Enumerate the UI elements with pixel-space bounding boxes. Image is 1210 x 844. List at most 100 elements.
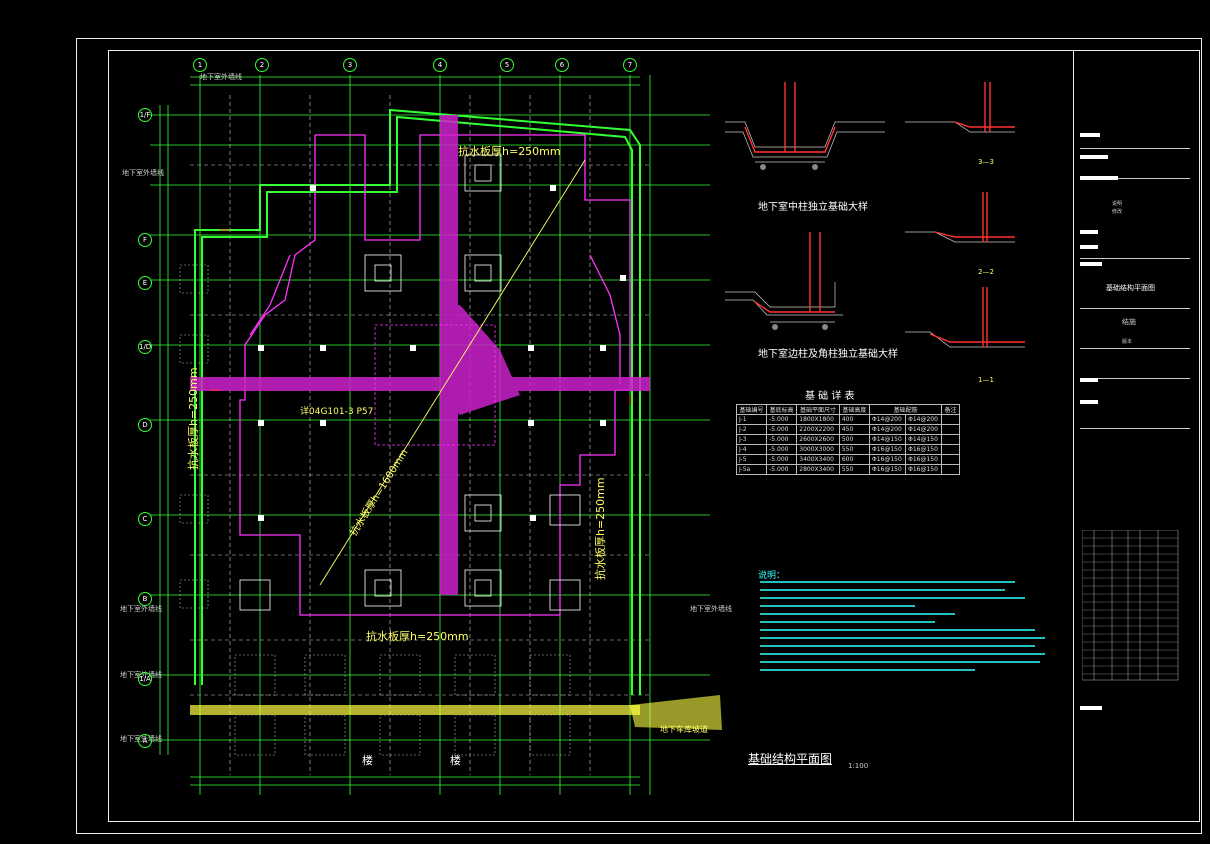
table-cell [941, 454, 960, 465]
axis-top-4: 4 [433, 58, 447, 72]
tb-rev-3: 版本 [1122, 339, 1133, 345]
table-cell: 550 [838, 444, 870, 455]
th-id: 基础编号 [735, 404, 768, 415]
ramp-label: 地下车库坡道 [660, 725, 708, 734]
axis-top-2: 2 [255, 58, 269, 72]
tb-mark [1080, 400, 1098, 404]
tb-mark [1080, 155, 1108, 159]
table-cell: J-1 [735, 414, 768, 425]
table-cell: -5.000 [766, 434, 798, 445]
slab-label-bottom: 抗水板厚h=250mm [366, 630, 469, 643]
table-cell [941, 444, 960, 455]
table-cell: J-4 [735, 444, 768, 455]
axis-top-7: 7 [623, 58, 637, 72]
section-1: 1—1 [978, 376, 994, 384]
table-cell: J-2 [735, 424, 768, 435]
table-cell: -5.000 [766, 424, 798, 435]
foundation-plan [150, 75, 722, 795]
plan-title: 基础结构平面图 [748, 752, 833, 766]
detail2-title: 地下室边柱及角柱独立基础大样 [758, 349, 898, 360]
tb-mark [1080, 176, 1118, 180]
table-cell: 2800X3400 [796, 464, 840, 475]
basement-label-2: 地下室外墙线 [122, 169, 164, 177]
tb-mark [1080, 262, 1102, 266]
table-cell: Φ16@150 [868, 444, 907, 455]
table-cell [941, 434, 960, 445]
tb-row [1080, 140, 1190, 149]
table-cell: Φ14@200 [905, 424, 943, 435]
table-cell: Φ14@200 [868, 414, 907, 425]
table-cell: 550 [838, 464, 870, 475]
tb-row [1080, 340, 1190, 349]
table-cell: 3000X3000 [796, 444, 840, 455]
detail-reference: 详04G101-3 P57 [300, 407, 374, 417]
axis-top-6: 6 [555, 58, 569, 72]
notes-text-lines [760, 581, 1045, 671]
table-title: 基 础 详 表 [805, 391, 855, 402]
table-cell: J-5 [735, 454, 768, 465]
axis-left-4: 1/D [138, 340, 152, 354]
tb-sheet: 结施 [1122, 318, 1136, 326]
axis-left-8: 1/A [138, 672, 152, 686]
axis-top-1: 1 [193, 58, 207, 72]
axis-top-5: 5 [500, 58, 514, 72]
table-cell: -5.000 [766, 444, 798, 455]
tb-mark [1080, 245, 1098, 249]
table-cell: 600 [838, 454, 870, 465]
tb-mark [1080, 378, 1098, 382]
basement-label-4: 地下室外墙线 [690, 605, 732, 613]
tb-mark [1080, 133, 1100, 137]
table-cell: Φ16@150 [905, 464, 943, 475]
th-notes: 备注 [941, 404, 960, 415]
th-rebar: 基础配筋 [868, 404, 943, 415]
detail1-title: 地下室中柱独立基础大样 [758, 202, 868, 213]
tb-row [1080, 170, 1190, 179]
th-elev: 基底标高 [766, 404, 798, 415]
table-cell: Φ16@150 [868, 454, 907, 465]
table-cell: Φ14@150 [868, 434, 907, 445]
tb-drawing-name: 基础结构平面图 [1106, 284, 1155, 292]
table-cell: J-5a [735, 464, 768, 475]
table-cell: 500 [838, 434, 870, 445]
detail-sections [725, 82, 1025, 348]
table-cell: 400 [838, 414, 870, 425]
table-cell: -5.000 [766, 464, 798, 475]
title-block-border [1073, 50, 1200, 822]
axis-left-6: C [138, 512, 152, 526]
table-cell: 3400X3400 [796, 454, 840, 465]
table-cell: J-3 [735, 434, 768, 445]
tb-mark [1080, 706, 1102, 710]
table-cell: -5.000 [766, 454, 798, 465]
tb-rev-1: 说明 [1112, 201, 1123, 207]
table-cell [941, 414, 960, 425]
table-cell: 1800X1800 [796, 414, 840, 425]
slab-label-left: 抗水板厚h=250mm [187, 367, 200, 470]
table-cell: 2200X2200 [796, 424, 840, 435]
tb-schedule [1082, 530, 1179, 681]
table-cell: Φ14@200 [905, 414, 943, 425]
table-cell: Φ14@200 [868, 424, 907, 435]
table-cell: Φ16@150 [868, 464, 907, 475]
sheet-border [76, 38, 1202, 834]
slab-label-top: 抗水板厚h=250mm [458, 145, 561, 158]
table-cell: Φ14@150 [905, 434, 943, 445]
table-cell: 450 [838, 424, 870, 435]
axis-left-2: F [138, 233, 152, 247]
slab-label-right: 抗水板厚h=250mm [594, 477, 607, 580]
plan-scale: 1:100 [848, 762, 869, 770]
section-2: 2—2 [978, 268, 994, 276]
tb-mark [1080, 230, 1098, 234]
tb-row [1080, 300, 1190, 309]
table-cell: 2600X2600 [796, 434, 840, 445]
tb-row [1080, 370, 1190, 379]
notes-title: 说明： [758, 571, 786, 581]
table-cell: Φ16@150 [905, 444, 943, 455]
stair-label-1: 楼 [362, 754, 373, 767]
th-size: 基础平面尺寸 [796, 404, 840, 415]
